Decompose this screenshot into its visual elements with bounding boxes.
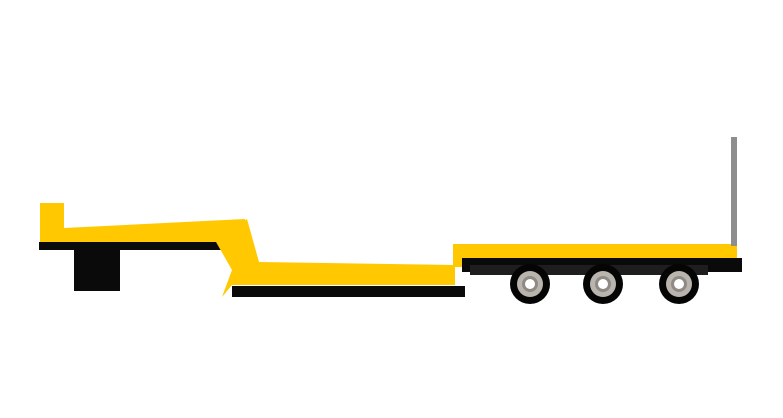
wheel [510,264,550,304]
rear-mast [731,137,737,246]
well-deck-section [216,219,465,297]
wheel-set [510,264,699,304]
rear-deck-section [453,137,742,275]
gooseneck-deck [40,203,247,242]
rear-deck [453,244,737,267]
well-deck-frame [232,286,465,297]
gooseneck [39,203,247,291]
wheel [659,264,699,304]
hub-cap [598,279,608,289]
gooseneck-frame [39,242,228,250]
kingpin-box [74,249,120,291]
hub-cap [674,279,684,289]
hub-cap [525,279,535,289]
gooseneck-step-deck [216,219,455,297]
wheel [583,264,623,304]
